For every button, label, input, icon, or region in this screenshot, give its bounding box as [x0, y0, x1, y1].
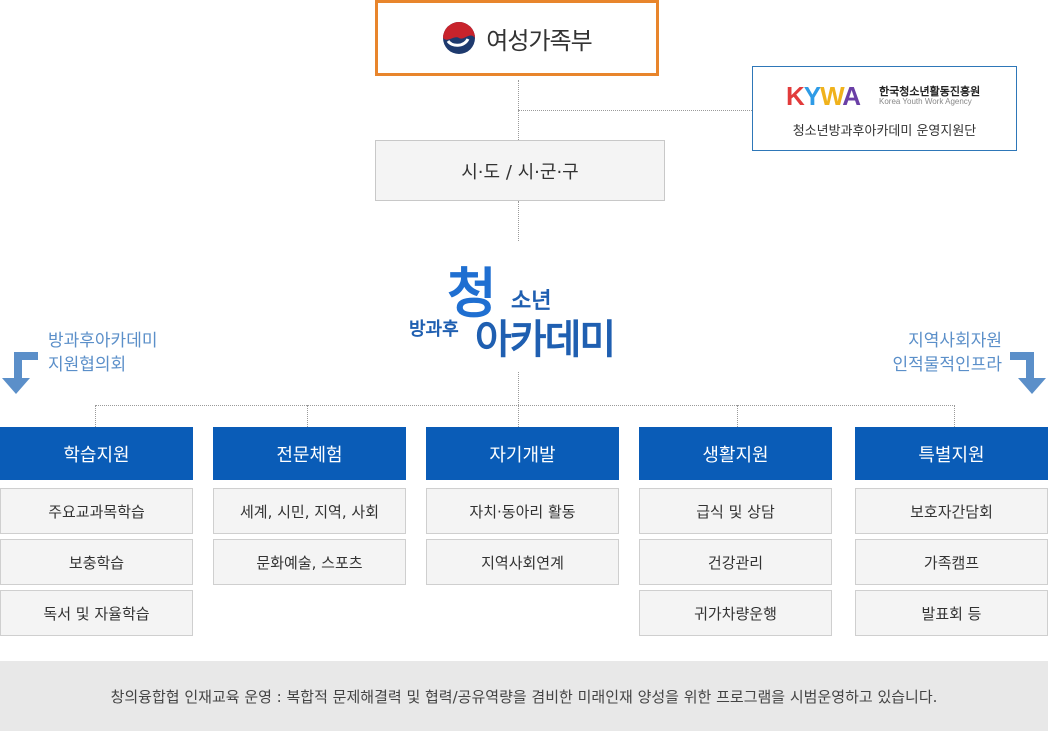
connector-drop-4 — [737, 405, 738, 427]
academy-logo-main: 아카데미 — [475, 317, 616, 363]
side-right-line2: 인적물적인프라 — [892, 355, 1002, 375]
category-item: 자치·동아리 활동 — [426, 488, 619, 534]
category-item: 보호자간담회 — [855, 488, 1048, 534]
arrow-down-right-icon — [1010, 352, 1046, 394]
category-item: 건강관리 — [639, 539, 832, 585]
academy-logo-cheong: 청 — [447, 262, 497, 325]
ministry-box: 여성가족부 — [375, 0, 659, 76]
local-government-box: 시·도 / 시·군·구 — [375, 140, 665, 201]
category-item: 주요교과목학습 — [0, 488, 193, 534]
academy-logo-prefix: 방과후 — [409, 319, 459, 340]
footer-banner: 창의융합협 인재교육 운영 : 복합적 문제해결력 및 협력/공유역량을 겸비한… — [0, 661, 1048, 731]
connector-drop-5 — [954, 405, 955, 427]
connector-to-kywa — [518, 110, 752, 111]
kywa-org-name-en: Korea Youth Work Agency — [879, 97, 972, 106]
kywa-org-name-ko: 한국청소년활동진흥원 — [879, 85, 981, 98]
side-left-line2: 지원협의회 — [48, 355, 127, 375]
kywa-logo: KYWA — [786, 81, 861, 111]
category-item: 문화예술, 스포츠 — [213, 539, 406, 585]
category-header-special-support: 특별지원 — [855, 427, 1048, 480]
category-item: 가족캠프 — [855, 539, 1048, 585]
category-item: 세계, 시민, 지역, 사회 — [213, 488, 406, 534]
category-item: 발표회 등 — [855, 590, 1048, 636]
side-left-line1: 방과후아카데미 — [48, 331, 158, 351]
kywa-department: 청소년방과후아카데미 운영지원단 — [792, 124, 977, 139]
category-header-learning: 학습지원 — [0, 427, 193, 480]
academy-logo-sonyeon: 소년 — [511, 289, 552, 314]
side-label-right: 지역사회자원 인적물적인프라 — [872, 329, 1002, 377]
category-item: 독서 및 자율학습 — [0, 590, 193, 636]
side-label-left: 방과후아카데미 지원협의회 — [48, 329, 157, 377]
connector-drop-3 — [518, 405, 519, 427]
kywa-box: KYWA 한국청소년활동진흥원 Korea Youth Work Agency … — [752, 66, 1017, 151]
academy-logo: 청 소년 방과후 아카데미 — [405, 255, 645, 363]
category-item: 귀가차량운행 — [639, 590, 832, 636]
category-item: 급식 및 상담 — [639, 488, 832, 534]
government-emblem-icon — [443, 22, 476, 54]
category-header-experience: 전문체험 — [213, 427, 406, 480]
connector-category-bar — [95, 405, 955, 406]
connector-drop-2 — [307, 405, 308, 427]
category-header-self-development: 자기개발 — [426, 427, 619, 480]
category-header-life-support: 생활지원 — [639, 427, 832, 480]
connector-local-academy — [518, 201, 519, 241]
side-right-line1: 지역사회자원 — [908, 331, 1002, 351]
category-item: 보충학습 — [0, 539, 193, 585]
ministry-name: 여성가족부 — [486, 26, 592, 55]
arrow-down-left-icon — [2, 352, 38, 394]
connector-drop-1 — [95, 405, 96, 427]
connector-academy-bar — [518, 372, 519, 405]
category-item: 지역사회연계 — [426, 539, 619, 585]
footer-text: 창의융합협 인재교육 운영 : 복합적 문제해결력 및 협력/공유역량을 겸비한… — [110, 687, 938, 706]
